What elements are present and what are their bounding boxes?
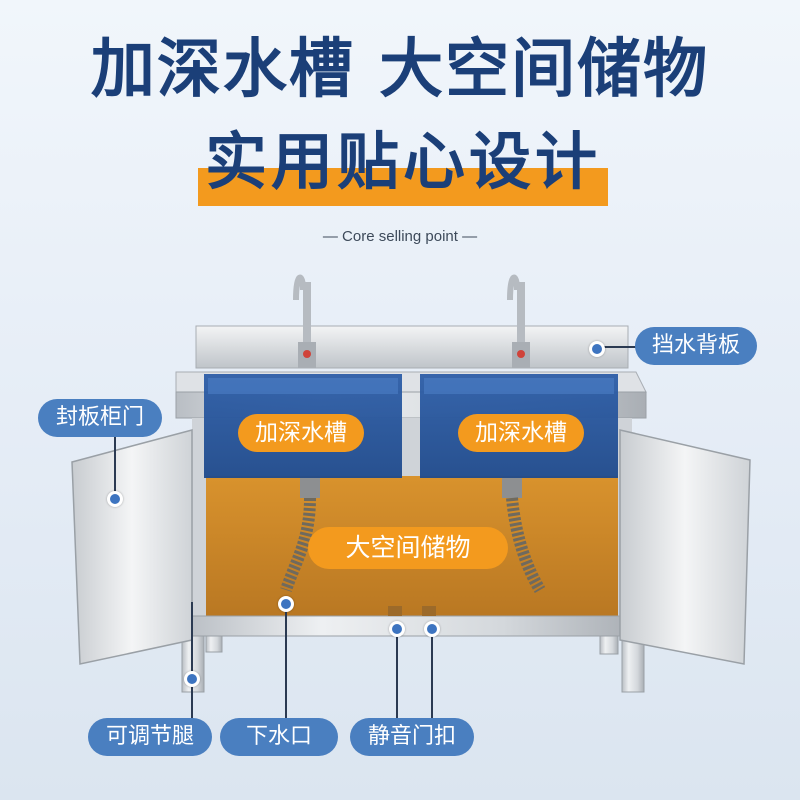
headline-line1: 加深水槽 大空间储物 xyxy=(90,33,710,107)
label-latch: 静音门扣 xyxy=(350,718,474,756)
label-backsplash: 挡水背板 xyxy=(635,327,757,365)
backsplash xyxy=(195,325,629,369)
faucet-icon xyxy=(293,274,316,368)
label-drain: 下水口 xyxy=(220,718,338,756)
callout-line-door xyxy=(114,432,116,494)
callout-dot-icon xyxy=(107,491,123,507)
cabinet-door-left xyxy=(71,429,193,665)
label-deep-sink-left: 加深水槽 xyxy=(238,414,364,452)
label-leg: 可调节腿 xyxy=(88,718,212,756)
callout-line-latch-a xyxy=(396,630,398,720)
callout-dot-icon xyxy=(589,341,605,357)
headline-line2-wrap: 实用贴心设计 xyxy=(198,122,608,206)
headline-highlight-bar xyxy=(198,168,608,206)
callout-line-leg-h xyxy=(191,602,193,672)
drain-hose-left xyxy=(280,497,316,592)
label-door: 封板柜门 xyxy=(38,399,162,437)
callout-line-latch-b xyxy=(431,630,433,720)
callout-dot-icon xyxy=(389,621,405,637)
faucet-icon xyxy=(507,274,530,368)
drain-hose-right xyxy=(506,497,546,594)
callout-line-leg xyxy=(191,672,193,722)
headline-line2: 实用贴心设计 xyxy=(204,125,601,198)
callout-dot-icon xyxy=(424,621,440,637)
callout-dot-icon xyxy=(184,671,200,687)
callout-line-drain xyxy=(285,604,287,720)
callout-line-backsplash xyxy=(603,346,637,348)
label-storage: 大空间储物 xyxy=(308,527,508,569)
callout-dot-icon xyxy=(278,596,294,612)
cabinet-door-right xyxy=(619,429,751,665)
core-selling-point-subtitle: — Core selling point — xyxy=(322,228,478,245)
label-deep-sink-right: 加深水槽 xyxy=(458,414,584,452)
